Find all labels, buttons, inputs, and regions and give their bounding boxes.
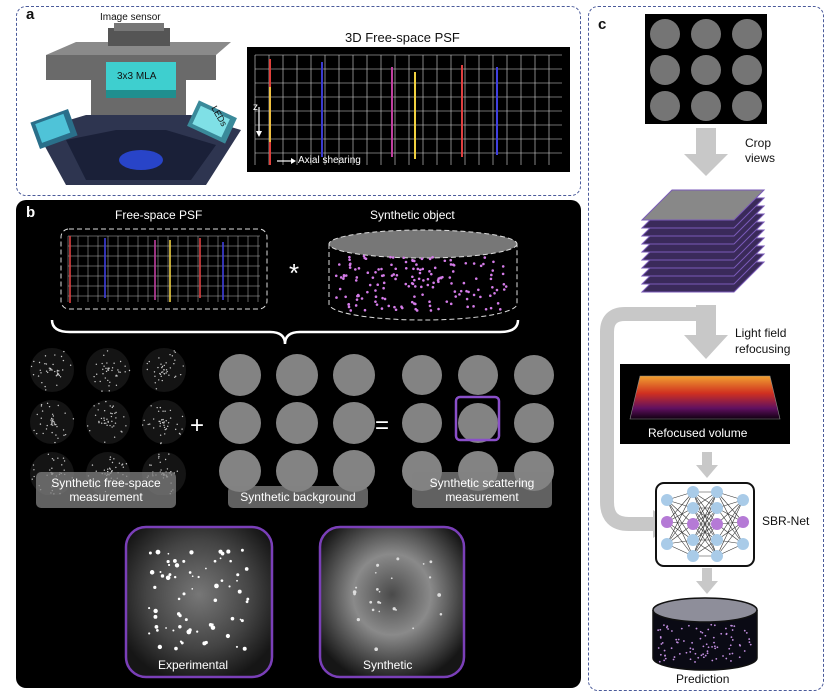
crop-views-label: Crop views bbox=[745, 136, 785, 166]
synthetic-object-label: Synthetic object bbox=[370, 208, 455, 222]
light-field-refocusing-text: Light field refocusing bbox=[735, 326, 791, 356]
mla-label: 3x3 MLA bbox=[117, 71, 157, 82]
refocus-arrow bbox=[684, 305, 728, 359]
synthetic-label: Synthetic bbox=[363, 658, 413, 672]
panel-c bbox=[588, 6, 824, 691]
view-stack bbox=[640, 189, 766, 293]
convolve-symbol: * bbox=[289, 258, 300, 288]
background-grid bbox=[219, 354, 375, 492]
raw-views-grid bbox=[645, 14, 767, 124]
synthetic-background-text: Synthetic background bbox=[240, 490, 356, 504]
axial-shearing-label: Axial shearing bbox=[298, 155, 361, 166]
sbr-net-label: SBR-Net bbox=[762, 514, 810, 528]
small-arrow-2 bbox=[696, 568, 718, 594]
synthetic-background-label: Synthetic background bbox=[228, 486, 368, 508]
prediction-cylinder bbox=[652, 597, 758, 671]
z-axis-label: z bbox=[253, 102, 258, 113]
experimental-label: Experimental bbox=[158, 658, 229, 672]
psf-title: 3D Free-space PSF bbox=[345, 30, 460, 45]
panel-a bbox=[16, 6, 581, 196]
curly-brace bbox=[50, 319, 520, 345]
small-arrow-1 bbox=[696, 452, 718, 478]
free-space-measurement-label: Synthetic free-space measurement bbox=[36, 472, 176, 508]
psf-3d-box bbox=[247, 47, 570, 172]
free-space-measurement-text: Synthetic free-space measurement bbox=[51, 476, 161, 504]
prediction-label: Prediction bbox=[676, 672, 730, 686]
panel-c-label: c bbox=[598, 16, 607, 33]
microscope-illustration bbox=[30, 23, 241, 185]
equals-symbol: = bbox=[375, 412, 390, 439]
panel-b-label: b bbox=[26, 204, 36, 221]
crop-views-text: Crop views bbox=[745, 136, 776, 165]
experimental-image bbox=[124, 525, 274, 679]
plus-symbol: + bbox=[190, 412, 205, 439]
refocused-volume-image bbox=[620, 364, 790, 444]
synthetic-image bbox=[318, 525, 466, 679]
light-field-refocusing-label: Light field refocusing bbox=[735, 325, 815, 357]
image-sensor-label: Image sensor bbox=[100, 12, 161, 23]
scattering-measurement-text: Synthetic scattering measurement bbox=[429, 476, 535, 504]
free-space-psf-label: Free-space PSF bbox=[115, 208, 203, 222]
sbr-net-diagram bbox=[655, 482, 755, 567]
refocused-volume-label: Refocused volume bbox=[648, 426, 748, 440]
crop-arrow bbox=[684, 128, 728, 176]
panel-a-label: a bbox=[26, 6, 35, 23]
scattering-measurement-label: Synthetic scattering measurement bbox=[412, 472, 552, 508]
free-space-psf-box bbox=[60, 228, 268, 310]
synthetic-object-cylinder bbox=[328, 229, 518, 321]
